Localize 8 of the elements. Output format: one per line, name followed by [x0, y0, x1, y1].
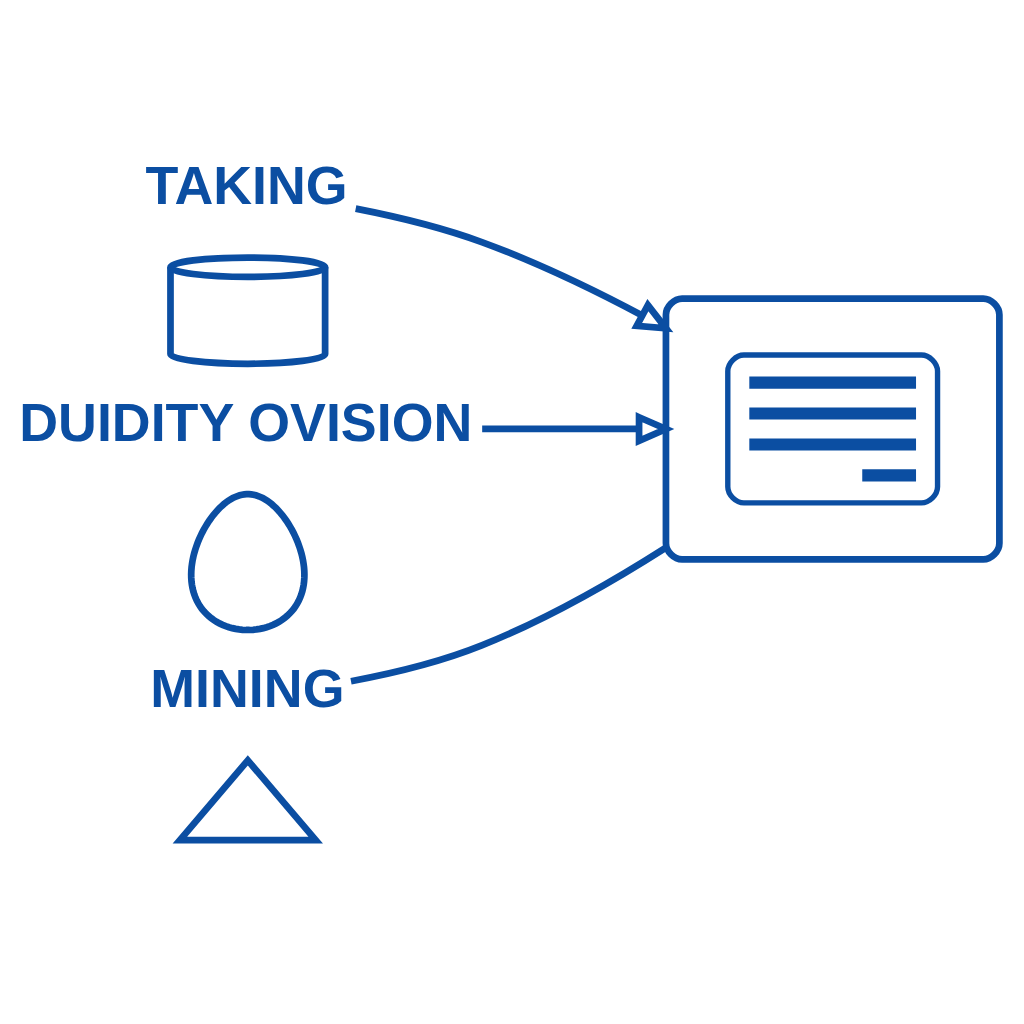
arrow — [355, 205, 674, 333]
node-picture — [187, 490, 308, 634]
node-text: MINING — [150, 658, 345, 719]
node-text: DUIDITY OVISION — [19, 392, 473, 453]
node-picture — [725, 352, 941, 506]
connector — [350, 544, 668, 685]
node-text: TAKING — [145, 155, 348, 216]
node-picture — [172, 755, 323, 844]
